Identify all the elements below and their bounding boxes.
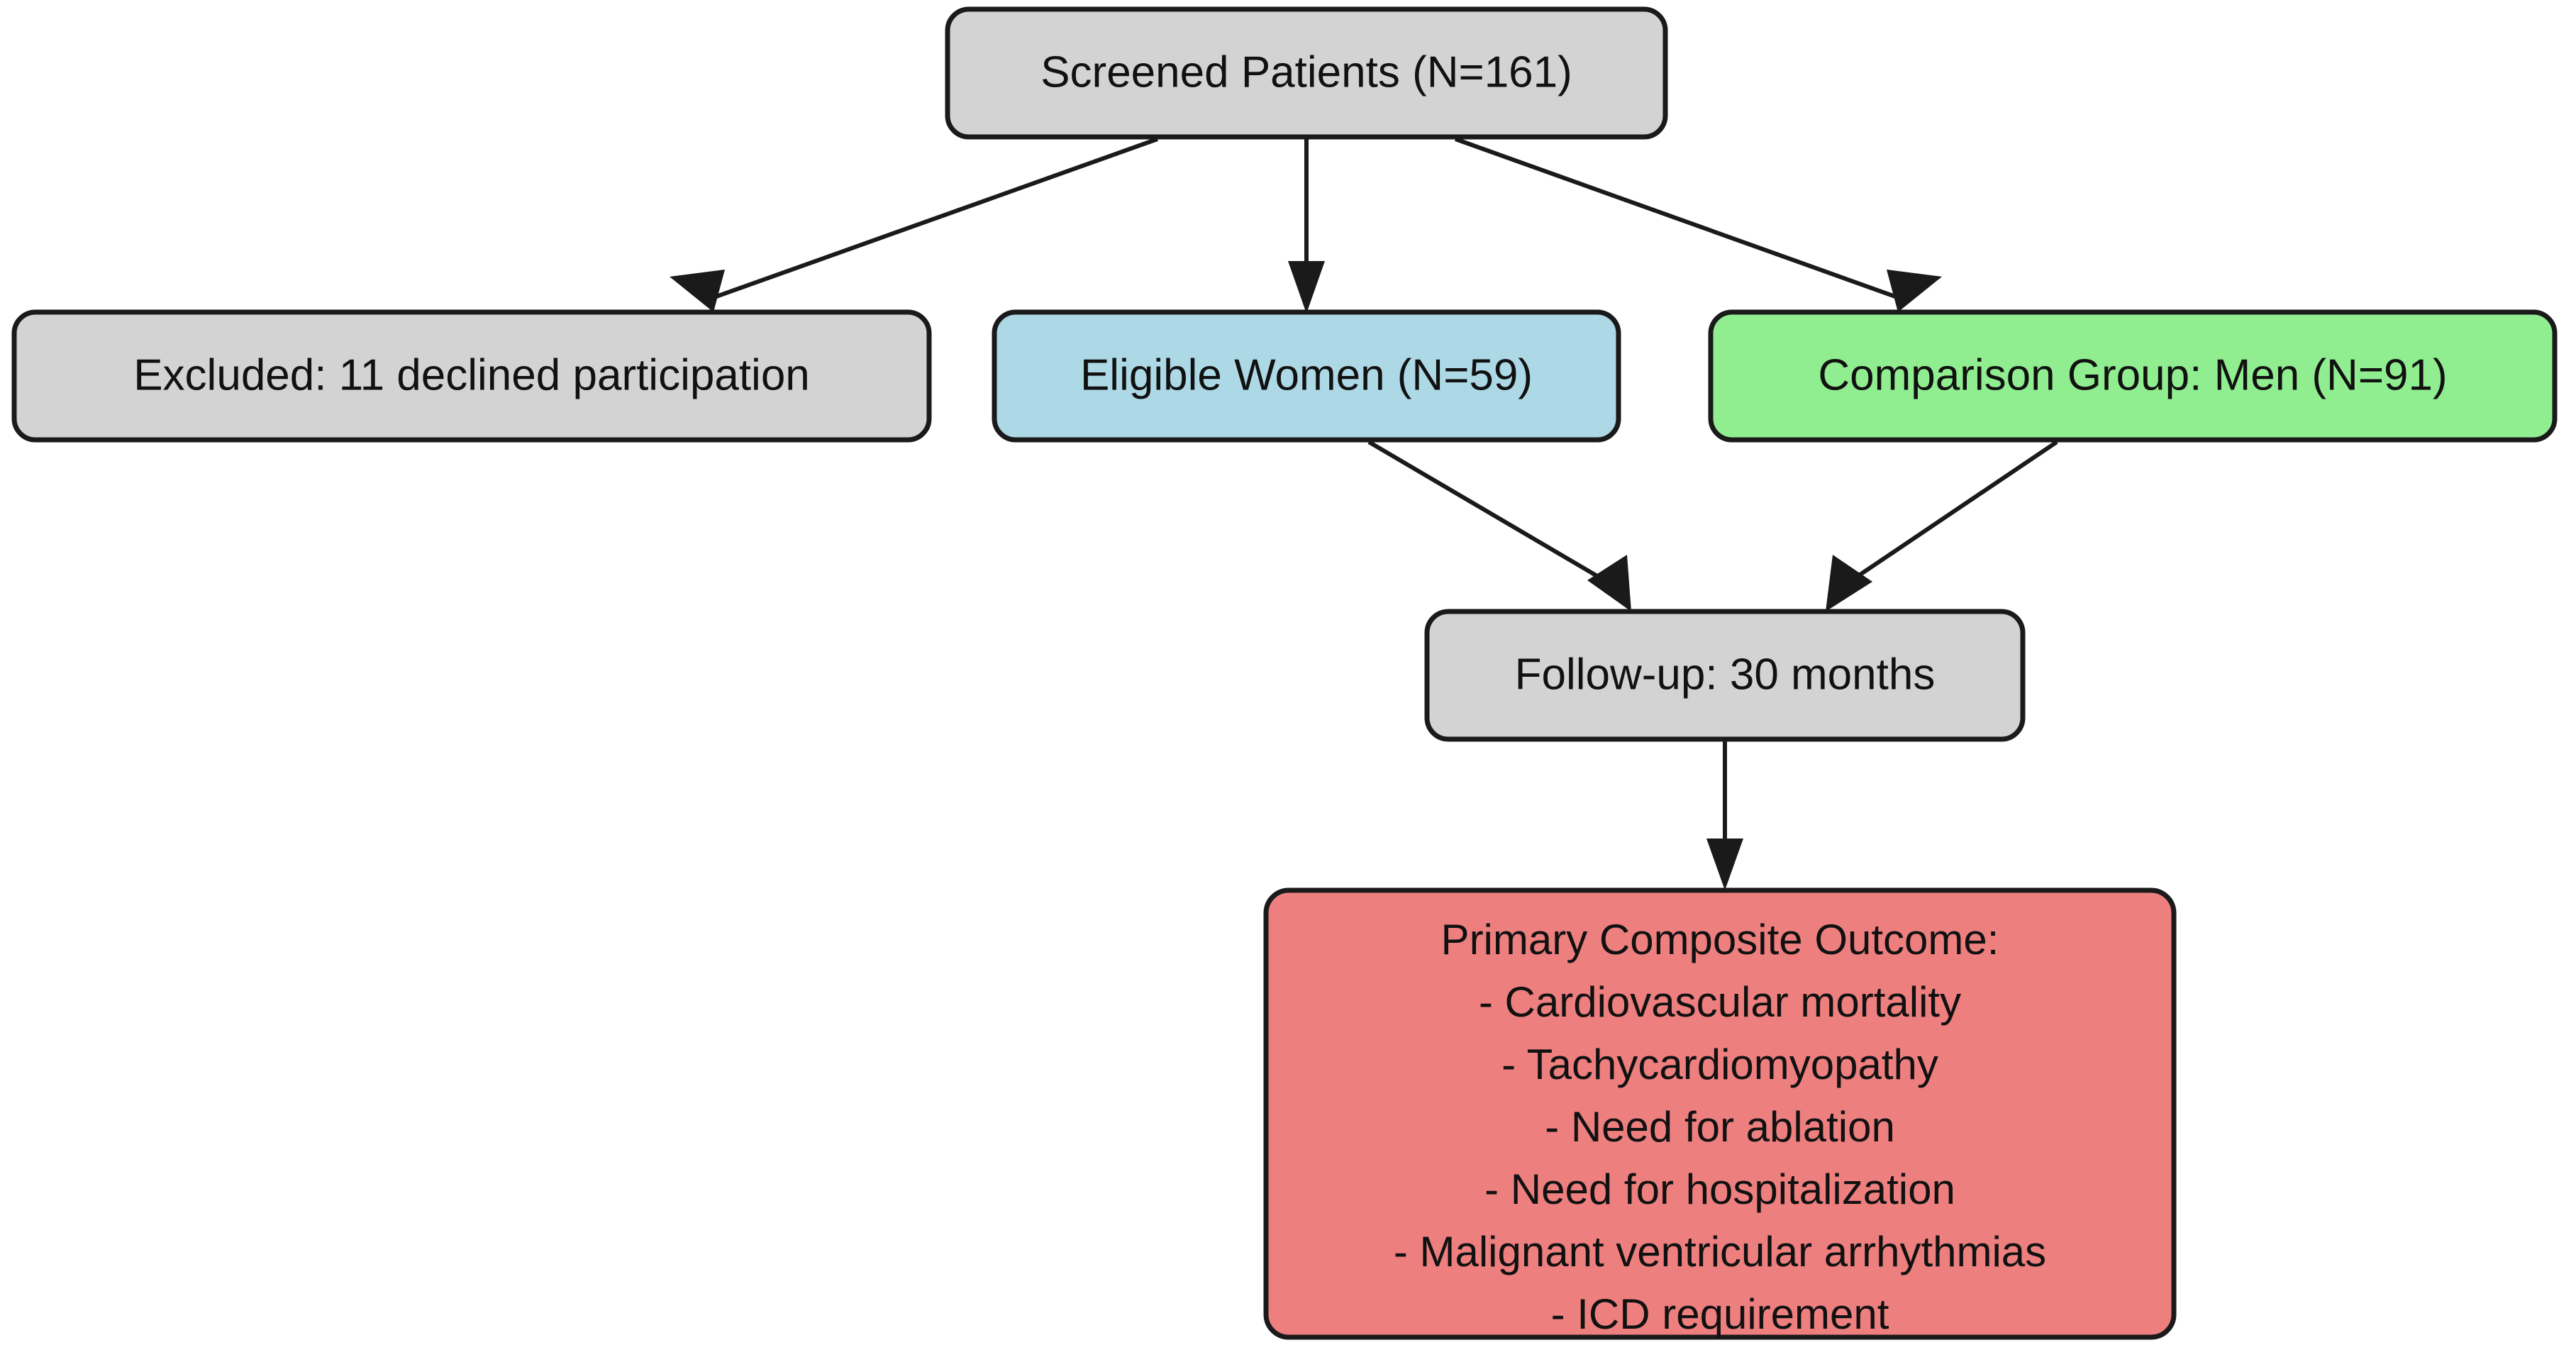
edge-group — [670, 137, 2058, 890]
node-eligible-women-shape[interactable] — [992, 309, 1621, 443]
node-eligible-women-label: Eligible Women (N=59) — [1080, 350, 1533, 399]
node-screened-patients-shape[interactable] — [945, 6, 1668, 140]
edge-screened-to-excluded — [670, 137, 1159, 312]
node-excluded-shape[interactable] — [11, 309, 932, 443]
arrowhead-icon — [670, 270, 725, 312]
arrowhead-icon — [1587, 555, 1631, 611]
arrowhead-icon — [1288, 261, 1325, 314]
node-eligible-women[interactable]: Eligible Women (N=59) — [992, 309, 1621, 443]
edge-line — [1836, 440, 2058, 592]
edge-line — [1367, 440, 1623, 592]
node-excluded[interactable]: Excluded: 11 declined participation — [11, 309, 932, 443]
arrowhead-icon — [1887, 270, 1942, 312]
node-primary-composite-outcome-label: Primary Composite Outcome: - Cardiovascul… — [1394, 916, 2046, 1338]
edge-screened-to-eligible-women — [1288, 139, 1325, 314]
node-primary-composite-outcome[interactable]: Primary Composite Outcome: - Cardiovascul… — [1263, 887, 2177, 1340]
outcome-line: - Tachycardiomyopathy — [1501, 1041, 1938, 1088]
node-followup-label: Follow-up: 30 months — [1515, 650, 1936, 699]
node-screened-patients[interactable]: Screened Patients (N=161) — [945, 6, 1668, 140]
outcome-line: - ICD requirement — [1551, 1290, 1889, 1338]
node-followup[interactable]: Follow-up: 30 months — [1424, 609, 2026, 742]
edge-line — [1454, 137, 1897, 299]
edge-screened-to-comparison-men — [1454, 137, 1942, 312]
node-comparison-men[interactable]: Comparison Group: Men (N=91) — [1708, 309, 2558, 443]
node-primary-composite-outcome-shape[interactable] — [1263, 887, 2177, 1340]
outcome-line: - Need for ablation — [1545, 1103, 1895, 1151]
node-excluded-label: Excluded: 11 declined participation — [133, 350, 810, 399]
edge-eligible-women-to-followup — [1367, 440, 1631, 611]
edge-comparison-men-to-followup — [1826, 440, 2058, 611]
edge-followup-to-outcome — [1706, 741, 1743, 890]
arrowhead-icon — [1706, 839, 1743, 890]
outcome-line: - Need for hospitalization — [1484, 1166, 1955, 1213]
outcome-line: Primary Composite Outcome: — [1441, 916, 1999, 963]
node-comparison-men-shape[interactable] — [1708, 309, 2558, 443]
node-screened-patients-label: Screened Patients (N=161) — [1040, 48, 1572, 96]
outcome-line: - Malignant ventricular arrhythmias — [1394, 1228, 2046, 1275]
node-followup-shape[interactable] — [1424, 609, 2026, 742]
outcome-line: - Cardiovascular mortality — [1479, 978, 1961, 1026]
edge-line — [715, 137, 1159, 299]
node-comparison-men-label: Comparison Group: Men (N=91) — [1818, 350, 2447, 399]
arrowhead-icon — [1826, 555, 1872, 611]
